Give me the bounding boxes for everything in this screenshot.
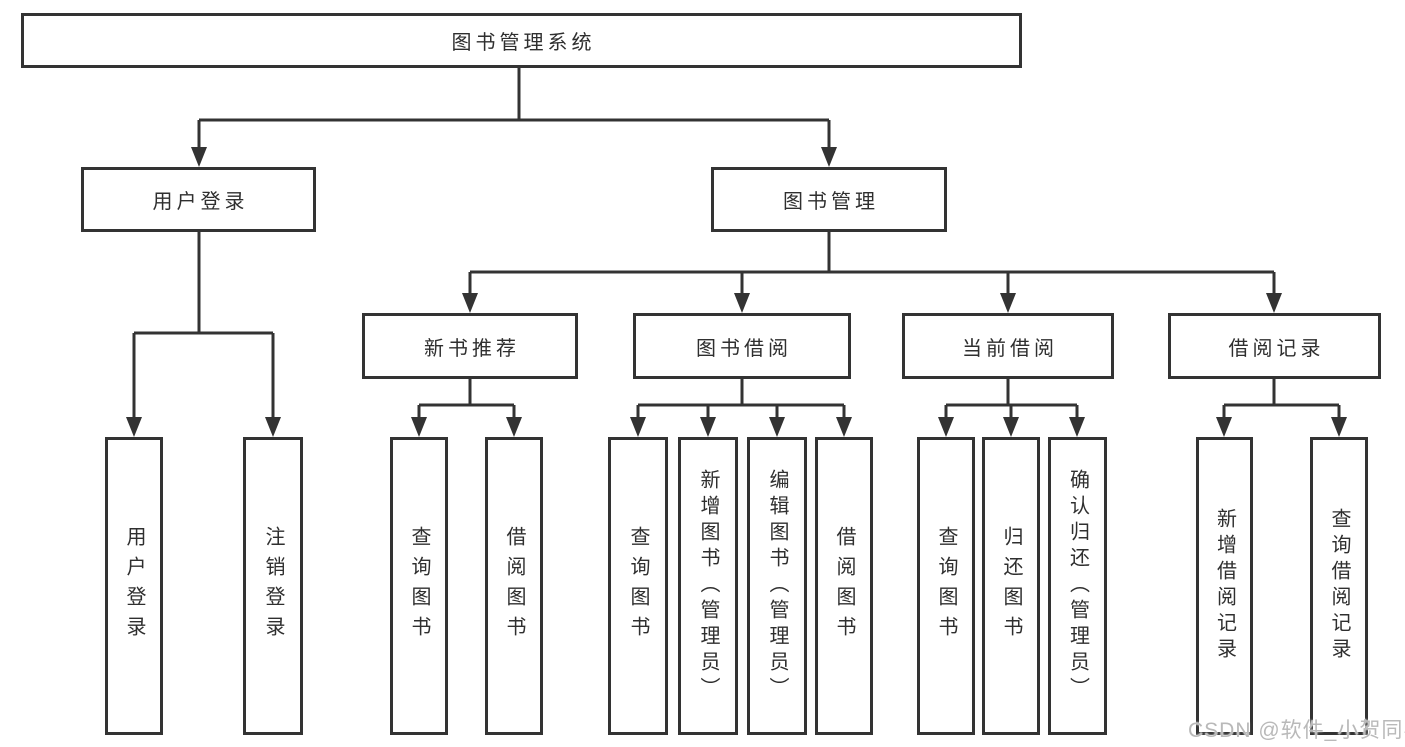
- csdn-watermark: CSDN @软件_小贺同学: [1188, 719, 1405, 742]
- node-br-query-record: 查询借阅记录: [1310, 437, 1368, 735]
- node-nb-query-book: 查询图书: [390, 437, 448, 735]
- node-cb-return-book: 归还图书: [982, 437, 1040, 735]
- node-bb-query-book: 查询图书: [608, 437, 668, 735]
- node-cb-confirm-return-admin: 确认归还（管理员）: [1048, 437, 1107, 735]
- node-new-book-recommend: 新书推荐: [362, 313, 578, 379]
- node-br-add-record: 新增借阅记录: [1196, 437, 1253, 735]
- node-nb-borrow-book: 借阅图书: [485, 437, 543, 735]
- node-book-management: 图书管理: [711, 167, 947, 232]
- node-current-borrow: 当前借阅: [902, 313, 1114, 379]
- node-cb-query-book: 查询图书: [917, 437, 975, 735]
- node-bb-borrow-book: 借阅图书: [815, 437, 873, 735]
- node-leaf-logout: 注销登录: [243, 437, 303, 735]
- node-bb-add-book-admin: 新增图书（管理员）: [678, 437, 738, 735]
- node-book-borrow: 图书借阅: [633, 313, 851, 379]
- node-user-login: 用户登录: [81, 167, 316, 232]
- node-leaf-user-login: 用户登录: [105, 437, 163, 735]
- node-bb-edit-book-admin: 编辑图书（管理员）: [747, 437, 807, 735]
- node-borrow-records: 借阅记录: [1168, 313, 1381, 379]
- node-root-system: 图书管理系统: [21, 13, 1022, 68]
